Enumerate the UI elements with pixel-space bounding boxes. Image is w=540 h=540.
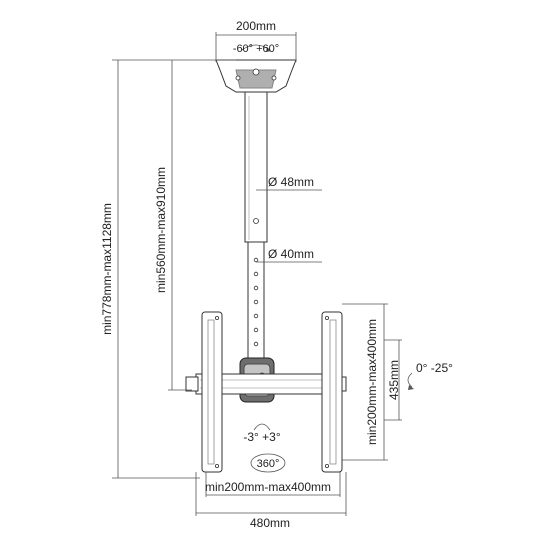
total-height-dimension: min778mm-max1128mm [100,59,236,479]
tilt-arrow-icon [408,385,414,390]
bottom-width-dimension: 480mm [195,472,347,530]
swivel-label: -3° +3° [243,430,280,444]
top-width-dimension: 200mm -60° +60° [215,19,297,62]
pipe-inner-dimension: Ø 40mm [256,247,322,263]
rotation-arrow-icon [250,453,286,473]
top-width-label: 200mm [236,19,276,33]
pole-height-dimension: min560mm-max910mm [154,60,192,391]
left-vesa-bracket [201,311,223,473]
total-height-label: min778mm-max1128mm [100,203,114,335]
vesa-vertical-label: min200mm-max400mm [365,319,379,445]
swivel-arc-icon [253,423,271,431]
top-tilt-label: -60° +60° [233,43,279,55]
tilt-arc-icon [266,47,271,52]
rotation-annotation: 360° [250,453,286,473]
inner-pole [247,241,265,373]
pole-height-label: min560mm-max910mm [154,167,168,293]
pipe-outer-dimension: Ø 48mm [256,175,322,191]
tilt-angle-label: 0° -25° [416,361,453,375]
tilt-angle-annotation: 0° -25° [407,361,453,390]
vesa-vertical-dimension: min200mm-max400mm [342,303,388,461]
bracket-height-dimension: 435mm [384,339,402,421]
ceiling-plate [215,59,297,93]
bracket-height-label: 435mm [387,360,401,400]
vesa-horizontal-label: min200mm-max400mm [205,480,331,494]
outer-pole [244,91,268,243]
rotation-label: 360° [257,458,280,470]
pipe-inner-label: Ø 40mm [268,247,314,261]
swivel-annotation: -3° +3° [243,423,281,444]
vesa-horizontal-dimension: min200mm-max400mm [205,472,341,497]
bottom-width-label: 480mm [250,516,290,530]
pipe-outer-label: Ø 48mm [268,175,314,189]
right-vesa-bracket [321,311,343,473]
